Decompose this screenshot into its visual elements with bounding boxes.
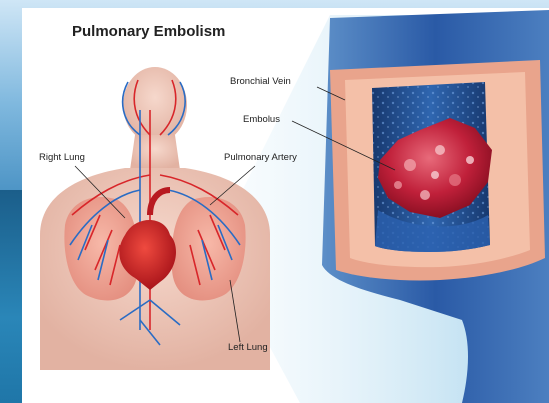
label-right-lung: Right Lung: [39, 152, 85, 163]
human-torso: [40, 67, 270, 370]
label-embolus: Embolus: [243, 114, 280, 125]
label-bronchial-vein: Bronchial Vein: [230, 76, 291, 87]
head: [123, 67, 187, 143]
label-left-lung: Left Lung: [228, 342, 268, 353]
neck: [130, 135, 180, 170]
label-pulmonary-artery: Pulmonary Artery: [224, 152, 297, 163]
page-title: Pulmonary Embolism: [72, 23, 225, 40]
